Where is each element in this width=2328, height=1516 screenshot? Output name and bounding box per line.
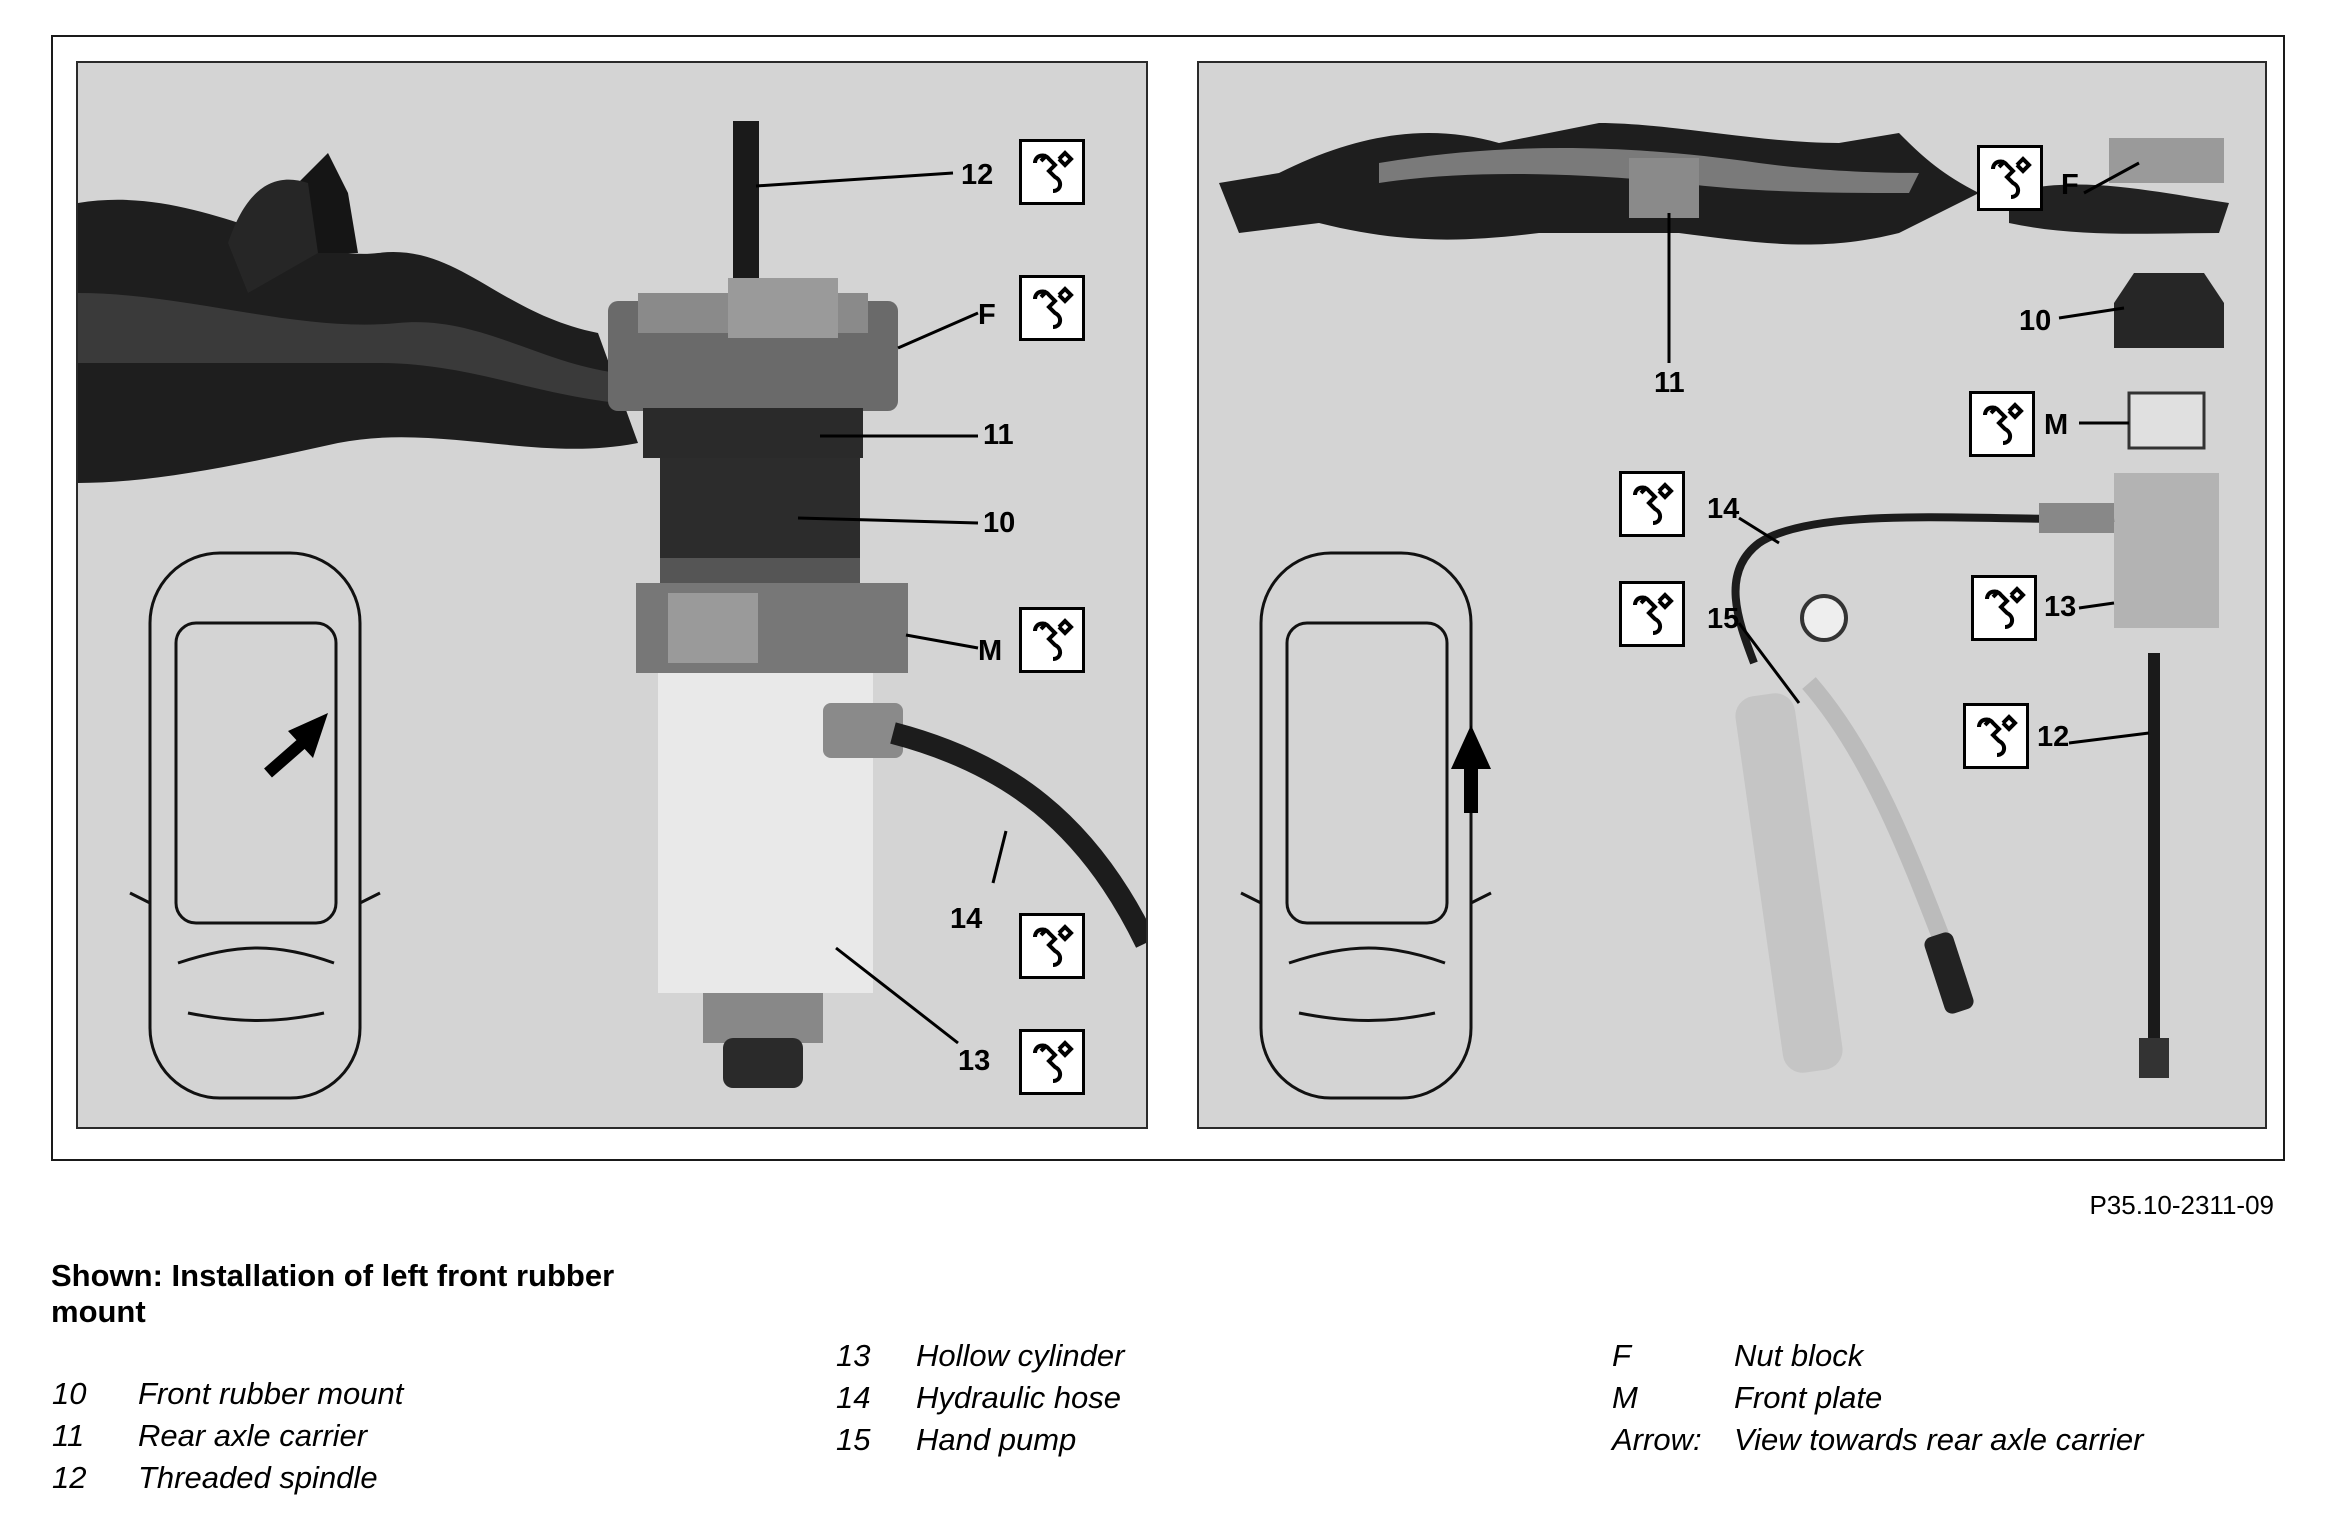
hand-pump <box>1735 594 1974 1073</box>
special-tool-wrench-icon <box>1977 145 2043 211</box>
special-tool-wrench-icon <box>1019 139 1085 205</box>
threaded-spindle <box>2148 653 2160 1053</box>
legend-text: Front plate <box>1734 1380 1883 1415</box>
legend-key: 12 <box>52 1460 87 1495</box>
special-tool-wrench-icon <box>1619 471 1685 537</box>
legend-text: Hydraulic hose <box>916 1380 1122 1415</box>
special-tool-wrench-icon <box>1019 1029 1085 1095</box>
callout-f: F <box>978 299 996 331</box>
rear-axle-carrier <box>1219 123 1979 245</box>
nut-block <box>2109 138 2224 183</box>
legend-text: Front rubber mount <box>138 1376 404 1411</box>
figure-frame: 12 F 11 10 M 14 13 <box>51 35 2285 1161</box>
callout-12: 12 <box>2037 721 2070 753</box>
callout-10: 10 <box>2019 305 2052 337</box>
callout-12: 12 <box>961 159 994 191</box>
right-parts-illustration <box>1219 123 2229 1100</box>
callout-11: 11 <box>983 419 1014 451</box>
legend-key: 15 <box>836 1422 871 1457</box>
special-tool-wrench-icon <box>1019 913 1085 979</box>
legend-key: 11 <box>52 1418 85 1453</box>
left-assembly-illustration <box>78 121 1146 1100</box>
view-direction-arrow-icon <box>264 713 328 778</box>
special-tool-wrench-icon <box>1963 703 2029 769</box>
view-direction-arrow-icon <box>1451 725 1491 813</box>
right-photo-panel: F 11 10 M 14 15 13 12 <box>1197 61 2267 1129</box>
hydraulic-hose <box>1731 513 2115 665</box>
callout-13: 13 <box>2044 591 2077 623</box>
special-tool-wrench-icon <box>1019 607 1085 673</box>
callout-14: 14 <box>1707 493 1740 525</box>
legend-text: Threaded spindle <box>138 1460 378 1495</box>
legend-key: Arrow: <box>1612 1422 1702 1457</box>
legend-key: 13 <box>836 1338 871 1373</box>
legend-key: 10 <box>52 1376 87 1411</box>
special-tool-wrench-icon <box>1619 581 1685 647</box>
left-photo-panel: 12 F 11 10 M 14 13 <box>76 61 1148 1129</box>
callout-m: M <box>978 635 1003 667</box>
hollow-cylinder <box>2114 473 2219 628</box>
legend-text: Hollow cylinder <box>916 1338 1125 1373</box>
vehicle-top-view-icon <box>129 551 381 1100</box>
special-tool-wrench-icon <box>1971 575 2037 641</box>
figure-reference-code: P35.10-2311-09 <box>2089 1190 2274 1220</box>
legend-text: Nut block <box>1734 1338 1864 1373</box>
callout-15: 15 <box>1707 603 1740 635</box>
figure-caption: Shown: Installation of left front rubber… <box>51 1258 615 1329</box>
vehicle-top-view-icon <box>1240 551 1492 1100</box>
callout-m: M <box>2044 409 2069 441</box>
legend-text: View towards rear axle carrier <box>1734 1422 2144 1457</box>
hydraulic-hose <box>890 722 1146 948</box>
callout-10: 10 <box>983 507 1016 539</box>
legend-key: M <box>1612 1380 1638 1415</box>
special-tool-wrench-icon <box>1969 391 2035 457</box>
callout-f: F <box>2061 169 2079 201</box>
callout-13: 13 <box>958 1045 991 1077</box>
callout-14: 14 <box>950 903 983 935</box>
legend-text: Rear axle carrier <box>138 1418 368 1453</box>
legend-text: Hand pump <box>916 1422 1077 1457</box>
legend-key: F <box>1612 1338 1631 1373</box>
special-tool-wrench-icon <box>1019 275 1085 341</box>
legend-key: 14 <box>836 1380 871 1415</box>
callout-11: 11 <box>1654 367 1685 399</box>
front-rubber-mount <box>2114 273 2224 348</box>
front-plate <box>2127 391 2206 450</box>
front-rubber-mount <box>660 458 860 568</box>
